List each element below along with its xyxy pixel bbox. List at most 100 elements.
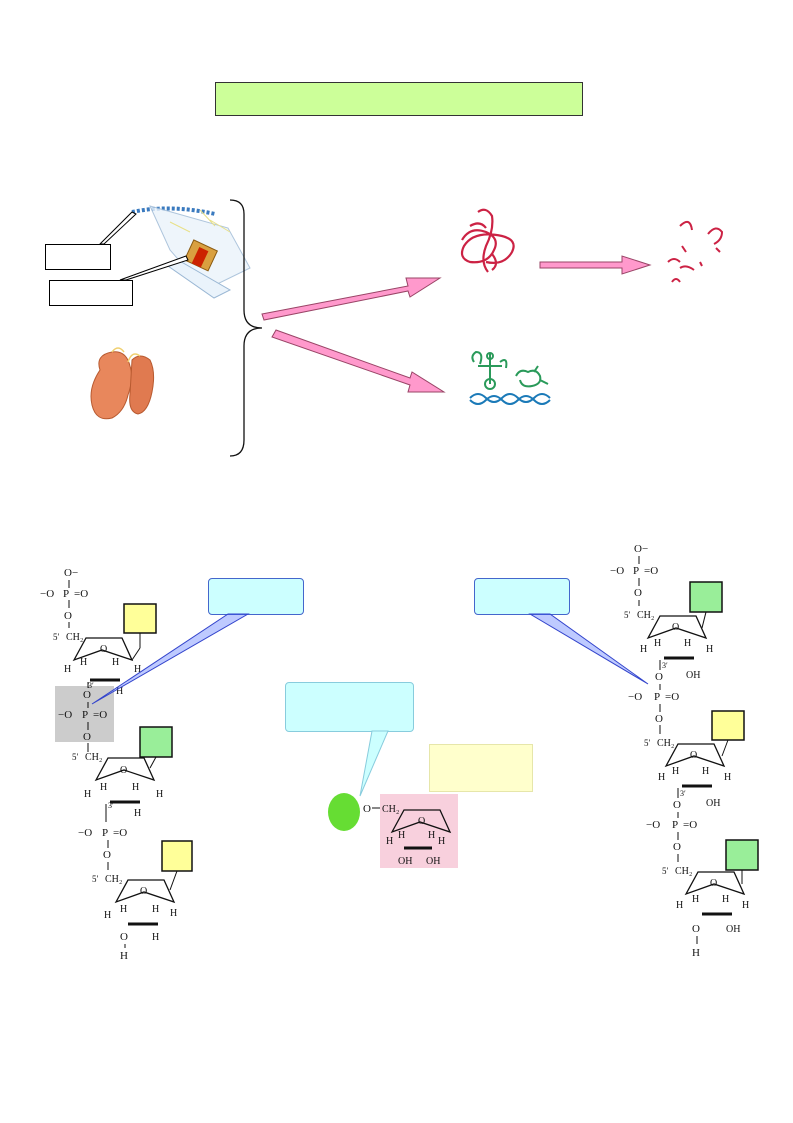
chem-r-p-1: P	[633, 565, 639, 577]
chem-r-oh-3: OH	[726, 924, 740, 935]
chem-r-ch2-1: CH₂	[637, 610, 654, 621]
chem-r-o-minus-3: −O	[646, 819, 660, 831]
chem-o-top-1: O−	[64, 567, 78, 579]
chem-r-o-ring-3: O	[710, 878, 717, 889]
rna-chain: O− −O P =O O 5′ CH₂ O H H H H 3′ OH O −O…	[610, 543, 759, 959]
base-yellow-3[interactable]	[711, 710, 745, 741]
single-nucleotide: O CH₂ O H H H H OH OH	[328, 730, 458, 868]
dna-fragments-icon	[667, 220, 724, 283]
chem-h-1b: H	[112, 657, 119, 668]
chem-o-ring-2: O	[120, 765, 127, 776]
chem-center-o: O	[363, 803, 371, 815]
chem-r-h-3e: H	[692, 947, 700, 959]
chem-center-ch2: CH₂	[382, 804, 399, 815]
label-pointer-1	[98, 211, 137, 245]
chem-r-o-minus-1: −O	[610, 565, 624, 577]
chem-ch2-2: CH₂	[85, 752, 102, 763]
chem-center-oh-a: OH	[398, 856, 412, 867]
chem-3p-2: 3′	[108, 801, 114, 810]
chem-h-1a: H	[80, 657, 87, 668]
chem-r-h-3d: H	[742, 900, 749, 911]
chem-h-3e: H	[152, 932, 159, 943]
organ-icon	[90, 347, 155, 420]
chem-r-h-1c: H	[640, 644, 647, 655]
chem-center-oh-b: OH	[426, 856, 440, 867]
chem-r-ch2-3: CH₂	[675, 866, 692, 877]
chem-eqo-3: =O	[113, 827, 127, 839]
dna-chain: O− −O P =O O 5′ CH₂ O H H H H 3′ H O −O …	[40, 567, 193, 962]
chem-r-o-6: O	[692, 923, 700, 935]
chem-r-h-2a: H	[672, 766, 679, 777]
phosphate-highlight	[55, 686, 114, 742]
chem-o-minus-2: −O	[58, 709, 72, 721]
base-green-3[interactable]	[725, 839, 759, 871]
chem-o-5: O	[120, 931, 128, 943]
chem-r-h-1d: H	[706, 644, 713, 655]
chem-o-3: O	[83, 731, 91, 743]
chem-h-1d: H	[134, 664, 141, 675]
curly-brace	[229, 199, 263, 457]
title-box	[215, 82, 583, 116]
phosphate-circle[interactable]	[328, 793, 360, 831]
chem-r-h-2b: H	[702, 766, 709, 777]
callout-center[interactable]	[285, 682, 414, 732]
chem-o-4: O	[103, 849, 111, 861]
chem-center-h-b: H	[428, 830, 435, 841]
chem-h-2a: H	[100, 782, 107, 793]
chem-5p-1: 5′	[53, 632, 60, 642]
chem-h-3d: H	[170, 908, 177, 919]
chem-center-h-a: H	[398, 830, 405, 841]
chem-r-3p-1: 3′	[662, 661, 668, 670]
chem-r-o-minus-2: −O	[628, 691, 642, 703]
chem-h-3a: H	[120, 904, 127, 915]
chem-h-2b: H	[132, 782, 139, 793]
chem-ch2-3: CH₂	[105, 874, 122, 885]
chem-h-3c: H	[104, 910, 111, 921]
dna-coil-icon	[460, 208, 515, 273]
chem-r-5p-1: 5′	[624, 610, 631, 620]
chem-o-minus-1: −O	[40, 588, 54, 600]
label-box-2[interactable]	[49, 280, 133, 306]
chem-r-h-2c: H	[658, 772, 665, 783]
chem-r-h-3c: H	[676, 900, 683, 911]
base-green-1[interactable]	[139, 726, 173, 758]
callout-right[interactable]	[474, 578, 570, 615]
chem-r-o-ring-2: O	[690, 750, 697, 761]
chem-h-3b: H	[152, 904, 159, 915]
chem-r-eqo-1: =O	[644, 565, 658, 577]
chem-o-minus-3: −O	[78, 827, 92, 839]
chem-h-2d: H	[156, 789, 163, 800]
chem-h-2e: H	[134, 808, 141, 819]
arrow-up	[261, 277, 442, 321]
chem-3p-1: 3′	[88, 681, 94, 690]
chem-p-2: P	[82, 709, 88, 721]
chem-r-oh-2: OH	[706, 798, 720, 809]
chem-r-eqo-2: =O	[665, 691, 679, 703]
base-yellow-2[interactable]	[161, 840, 193, 872]
chem-r-h-1a: H	[654, 638, 661, 649]
chem-r-eqo-3: =O	[683, 819, 697, 831]
chem-o-2: O	[83, 689, 91, 701]
label-box-1[interactable]	[45, 244, 111, 270]
chem-r-5p-2: 5′	[644, 738, 651, 748]
chem-ch2-1: CH₂	[66, 632, 83, 643]
chem-r-5p-3: 5′	[662, 866, 669, 876]
chem-r-h-3b: H	[722, 894, 729, 905]
chromosome-icon	[131, 205, 251, 299]
chem-h-1e: H	[116, 686, 123, 697]
chem-eqo-2: =O	[93, 709, 107, 721]
chem-p-1: P	[63, 588, 69, 600]
base-yellow-1[interactable]	[123, 603, 157, 634]
chem-r-p-2: P	[654, 691, 660, 703]
base-placeholder-box[interactable]	[429, 744, 533, 792]
chem-r-o-top: O−	[634, 543, 648, 555]
callout-center-pointer	[359, 730, 389, 797]
chem-h-1c: H	[64, 664, 71, 675]
chem-r-oh-1: OH	[686, 670, 700, 681]
chem-r-h-1b: H	[684, 638, 691, 649]
chem-r-o-3: O	[655, 713, 663, 725]
chem-r-3p-2: 3′	[680, 789, 686, 798]
callout-left[interactable]	[208, 578, 304, 615]
base-green-2[interactable]	[689, 581, 723, 613]
chem-p-3: P	[102, 827, 108, 839]
